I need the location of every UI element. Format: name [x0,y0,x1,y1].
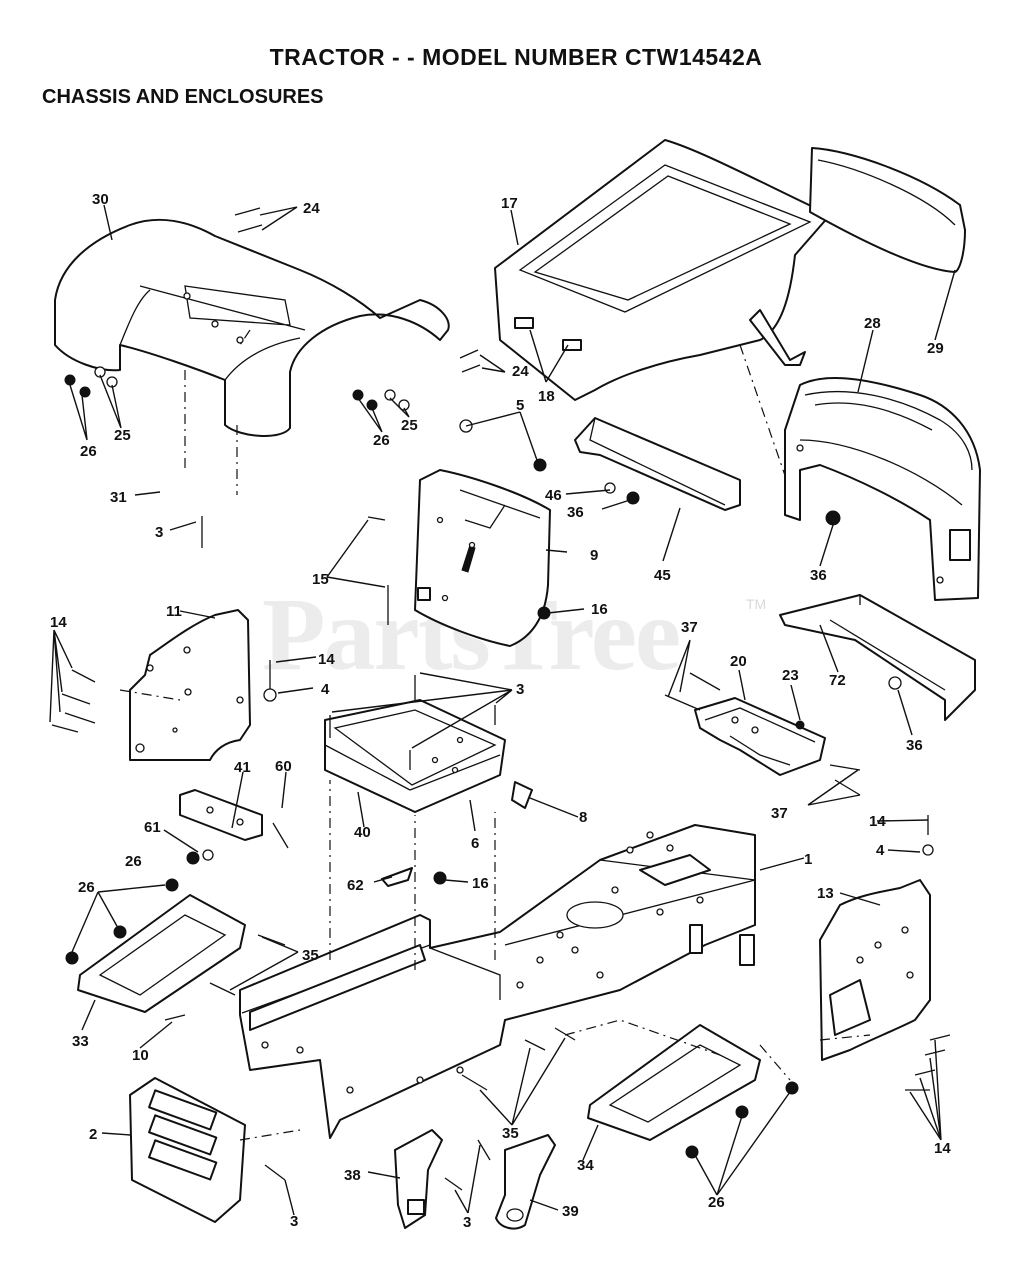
callout-label: 26 [80,443,97,460]
callout-label: 1 [804,851,812,868]
part-28-seat-frame [784,377,981,601]
part-6-mounting-plate [324,699,506,813]
callout-label: 30 [92,191,109,208]
callout-label: 35 [302,947,319,964]
callout-label: 40 [354,824,371,841]
callout-label: 18 [538,388,555,405]
callout-label: 26 [125,853,142,870]
callout-label: 60 [275,758,292,775]
callout-label: 25 [401,417,418,434]
callout-label: 29 [927,340,944,357]
callout-label: 8 [579,809,587,826]
part-45-cover [574,417,741,511]
callout-label: 2 [89,1126,97,1143]
callout-label: 16 [472,875,489,892]
watermark-trademark: TM [746,596,767,612]
callout-label: 23 [782,667,799,684]
callout-label: 3 [516,681,524,698]
callout-label: 28 [864,315,881,332]
part-34-right-footrest [587,1024,761,1141]
part-13-right-side-panel [819,879,931,1061]
part-41-plate [179,789,263,841]
callout-label: 20 [730,653,747,670]
callout-label: 3 [290,1213,298,1230]
part-30-fender [54,218,450,437]
callout-label: 14 [318,651,335,668]
callout-label: 38 [344,1167,361,1184]
fasteners [51,207,951,1191]
callout-label: 14 [50,614,67,631]
callout-label: 15 [312,571,329,588]
callout-label: 24 [512,363,529,380]
callout-label: 39 [562,1203,579,1220]
callout-label: 11 [166,603,182,620]
callout-label: 37 [681,619,698,636]
callout-label: 6 [471,835,479,852]
callout-label: 62 [347,877,364,894]
callout-label: 16 [591,601,608,618]
callout-label: 17 [501,195,518,212]
part-20-bracket [694,697,826,776]
callout-label: 9 [590,547,598,564]
part-11-left-side-panel [129,609,251,761]
callout-label: 3 [463,1214,471,1231]
callout-label: 36 [906,737,923,754]
callout-label: 24 [303,200,320,217]
callout-label: 10 [132,1047,149,1064]
callout-label: 31 [110,489,127,506]
callout-label: 34 [577,1157,594,1174]
part-72-shield [779,594,976,721]
part-29-seat-back [809,147,966,273]
diagram-subtitle: CHASSIS AND ENCLOSURES [42,86,324,108]
part-9-console-panel [414,469,551,647]
diagram-title: TRACTOR - - MODEL NUMBER CTW14542A [269,44,763,70]
part-2-front-plate [129,1077,246,1223]
part-39-bracket [495,1134,556,1230]
callout-label: 14 [869,813,886,830]
part-1-main-frame [239,824,756,1139]
callout-label: 14 [934,1140,951,1157]
callout-label: 5 [516,397,524,414]
callout-label: 13 [817,885,834,902]
part-38-bracket [394,1129,443,1229]
callout-label: 45 [654,567,671,584]
callout-label: 26 [373,432,390,449]
callout-label: 72 [829,672,846,689]
callout-label: 25 [114,427,131,444]
callout-label: 61 [144,819,161,836]
callout-label: 33 [72,1033,89,1050]
callout-label: 4 [321,681,330,698]
callout-label: 26 [708,1194,725,1211]
callout-label: 37 [771,805,788,822]
callout-label: 46 [545,487,562,504]
callout-label: 36 [567,504,584,521]
part-33-left-footrest [77,894,246,1013]
callout-label: 3 [155,524,163,541]
callout-label: 35 [502,1125,519,1142]
callout-label: 41 [234,759,251,776]
callout-label: 4 [876,842,885,859]
callout-label: 36 [810,567,827,584]
part-17-seat-pan [494,139,831,401]
callout-label: 26 [78,879,95,896]
